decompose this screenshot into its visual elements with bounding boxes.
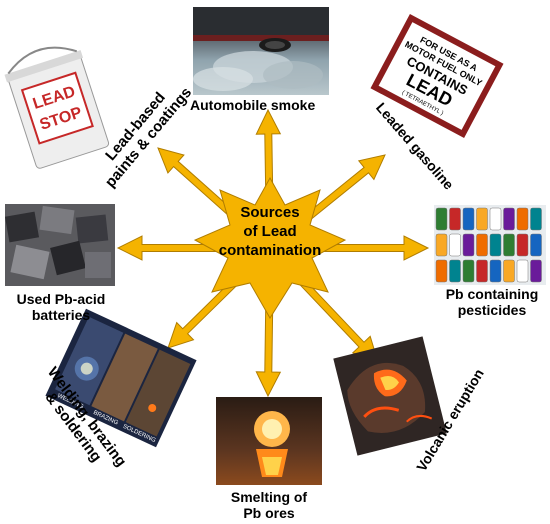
label-pesticides-line-1: Pb containing	[445, 286, 539, 302]
label-batteries: Used Pb-acid batteries	[6, 291, 116, 323]
center-title-line-3: contamination	[218, 242, 322, 259]
pesticide-bottle	[435, 207, 448, 231]
pesticide-bottle	[435, 259, 448, 283]
welding-illustration: WELDING BRAZING SOLDERING	[45, 308, 197, 448]
pesticide-bottle	[530, 207, 542, 231]
smelting-photo	[216, 397, 322, 485]
center-star	[193, 176, 347, 319]
gasoline-sign-illustration: FOR USE AS A MOTOR FUEL ONLY CONTAINS LE…	[370, 14, 504, 138]
batteries-photo	[5, 204, 115, 286]
label-pesticides: Pb containing pesticides	[436, 286, 548, 318]
center-title-line-2: of Lead	[243, 223, 297, 240]
leaded-gasoline-sign: FOR USE AS A MOTOR FUEL ONLY CONTAINS LE…	[370, 14, 504, 138]
pesticide-bottle	[489, 207, 502, 231]
pesticide-bottle	[530, 259, 542, 283]
smelting-illustration	[254, 411, 290, 477]
pesticide-bottle	[462, 233, 475, 257]
pesticides-illustration	[435, 207, 542, 283]
pesticide-bottle	[449, 207, 461, 231]
volcanic-eruption-photo	[333, 336, 447, 456]
pesticide-bottle	[449, 233, 461, 257]
center-title-line-1: Sources	[240, 204, 300, 221]
label-smelting-line-2: Pb ores	[243, 505, 295, 521]
pesticides-photo	[434, 205, 546, 285]
pesticide-bottle	[503, 259, 515, 283]
label-batteries-line-2: batteries	[31, 307, 91, 323]
pesticide-bottle	[530, 233, 542, 257]
paint-can-illustration: LEAD STOP	[4, 46, 110, 169]
pesticide-bottle	[476, 207, 488, 231]
automobile-smoke-illustration	[193, 7, 329, 91]
volcanic-illustration	[333, 336, 447, 456]
pesticide-bottle	[516, 233, 529, 257]
pesticide-bottle	[462, 207, 475, 231]
pesticide-bottle	[489, 233, 502, 257]
pesticide-bottle	[435, 233, 448, 257]
pesticide-bottle	[516, 259, 529, 283]
pesticide-bottle	[489, 259, 502, 283]
label-automobile-smoke: Automobile smoke	[190, 97, 316, 113]
pesticide-bottle	[462, 259, 475, 283]
pesticide-bottle	[476, 259, 488, 283]
label-batteries-line-1: Used Pb-acid	[16, 291, 106, 307]
pesticide-bottle	[476, 233, 488, 257]
batteries-illustration	[5, 205, 111, 280]
label-smelting: Smelting of Pb ores	[214, 489, 324, 521]
label-pesticides-line-2: pesticides	[457, 302, 527, 318]
center-title: Sources of Lead contamination	[205, 203, 335, 260]
pesticide-bottle	[503, 233, 515, 257]
pesticide-bottle	[449, 259, 461, 283]
pesticide-bottle	[503, 207, 515, 231]
label-smelting-line-1: Smelting of	[230, 489, 308, 505]
pesticide-bottle	[516, 207, 529, 231]
automobile-smoke-photo	[193, 7, 329, 95]
welding-photo: WELDING BRAZING SOLDERING	[45, 308, 197, 448]
paint-can-photo: LEAD STOP	[4, 40, 110, 180]
